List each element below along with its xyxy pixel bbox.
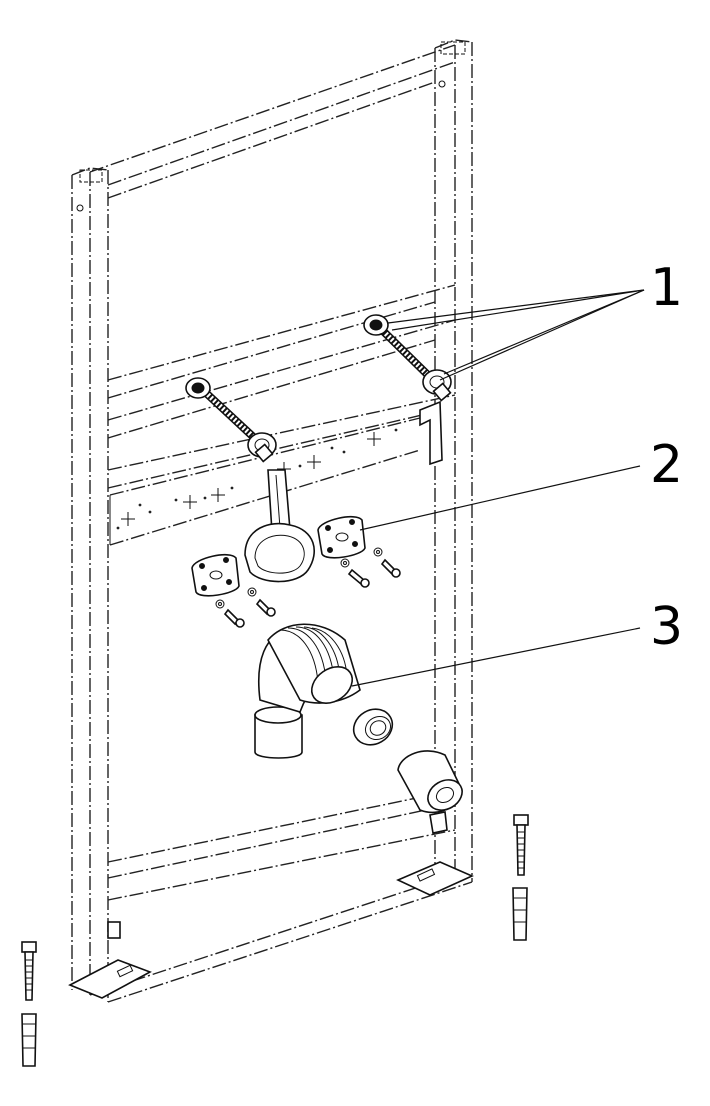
drain-outlet-fitting	[397, 750, 463, 834]
wall-plug-right	[512, 887, 528, 941]
callout-3: 3	[650, 597, 683, 657]
right-upright	[434, 39, 473, 882]
top-rail	[89, 44, 456, 199]
left-upright	[71, 167, 109, 1002]
callout-1: 1	[650, 258, 683, 318]
right-foot-plate	[396, 861, 474, 896]
upper-cross-rail	[107, 284, 456, 439]
pipe-clamp	[244, 469, 316, 583]
anchor-screw-right	[513, 814, 529, 876]
mounting-plate-left	[191, 553, 240, 597]
left-foot-plate	[68, 959, 152, 999]
bottom-rail	[89, 874, 473, 1003]
leveling-nut	[107, 921, 121, 939]
lower-cross-rail	[107, 789, 456, 901]
threaded-rod-left	[185, 377, 277, 463]
rod-bracket	[419, 400, 443, 466]
leader-lines	[351, 289, 645, 687]
installation-frame	[68, 39, 474, 1003]
pipe-connector-ring	[352, 708, 394, 746]
wall-plug-left	[21, 1013, 37, 1067]
callout-2: 2	[650, 435, 683, 495]
mounting-plate-right	[317, 515, 366, 559]
threaded-rod-right	[363, 314, 452, 402]
anchor-screw-left	[21, 941, 37, 1001]
screws-and-washers	[215, 547, 401, 628]
drain-elbow	[254, 623, 361, 759]
